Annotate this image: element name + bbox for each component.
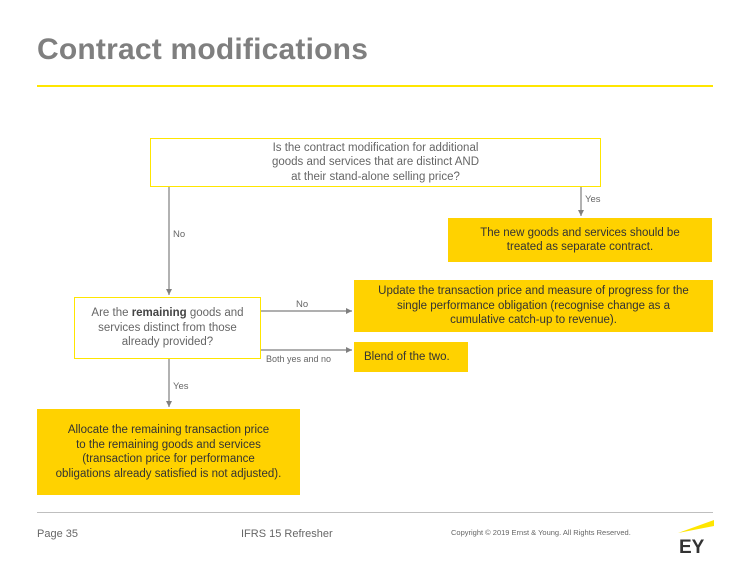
page-title: Contract modifications	[37, 33, 369, 66]
title-divider	[37, 85, 713, 87]
question-1-line: goods and services that are distinct AND	[271, 156, 480, 169]
edge-label-both: Both yes and no	[266, 354, 332, 364]
outcome-blend: Blend of the two.	[354, 342, 468, 372]
outcome-allocate-line: obligations already satisfied is not adj…	[55, 467, 282, 480]
outcome-allocate-remaining: Allocate the remaining transaction price…	[37, 409, 300, 495]
outcome-update-transaction-price: Update the transaction price and measure…	[354, 280, 713, 332]
outcome-separate-contract: The new goods and services should be tre…	[448, 218, 712, 262]
outcome-separate-line: treated as separate contract.	[506, 241, 654, 253]
question-2-line: already provided?	[121, 336, 214, 349]
question-2-prefix: Are the	[91, 307, 132, 320]
copyright-notice: Copyright © 2019 Ernst & Young. All Righ…	[451, 528, 631, 537]
outcome-allocate-line: Allocate the remaining transaction price	[67, 424, 270, 436]
outcome-allocate-line: (transaction price for performance	[82, 453, 255, 465]
footer-divider	[37, 512, 713, 513]
question-2-line: services distinct from those	[98, 321, 237, 334]
outcome-update-line: Update the transaction price and measure…	[378, 285, 689, 298]
edge-label-no: No	[296, 299, 309, 310]
edge-label-yes: Yes	[585, 194, 601, 205]
ey-logo-beam	[678, 520, 714, 533]
ey-logo-text: EY	[679, 537, 705, 556]
outcome-blend-text: Blend of the two.	[364, 350, 450, 363]
question-2-line: Are the remaining goods and	[91, 306, 243, 321]
outcome-separate-line: The new goods and services should be	[480, 226, 680, 239]
page-number: Page 35	[37, 528, 78, 540]
question-distinct-standalone: Is the contract modification for additio…	[150, 138, 601, 187]
question-remaining-distinct: Are the remaining goods and services dis…	[74, 297, 261, 359]
question-1-line: at their stand-alone selling price?	[291, 170, 460, 183]
course-title: IFRS 15 Refresher	[241, 528, 333, 540]
outcome-allocate-line: to the remaining goods and services	[76, 438, 261, 451]
question-1-line: Is the contract modification for additio…	[272, 141, 479, 154]
ey-logo: EY	[678, 520, 714, 556]
edge-label-no: No	[173, 229, 186, 240]
edge-label-yes: Yes	[173, 381, 189, 392]
outcome-update-line: cumulative catch-up to revenue).	[450, 314, 617, 327]
question-2-suffix: goods and	[186, 307, 244, 320]
question-2-bold: remaining	[131, 307, 187, 320]
outcome-update-line: single performance obligation (recognise…	[397, 299, 670, 312]
